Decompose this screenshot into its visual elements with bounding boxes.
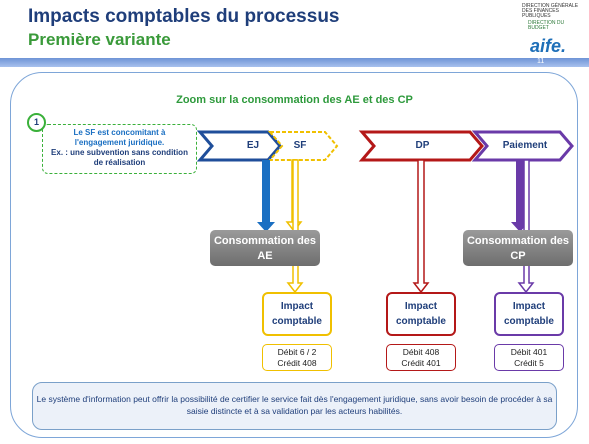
consumption-ae-box: Consommation des AE xyxy=(210,230,320,266)
dp-chevron xyxy=(358,130,484,162)
credit-sf: Crédit 408 xyxy=(277,358,317,368)
debit-paiement: Débit 401 xyxy=(510,347,548,357)
consumption-cp-box: Consommation des CP xyxy=(463,230,573,266)
entry-dp: Débit 408 Crédit 401 xyxy=(386,344,456,371)
sf-chevron xyxy=(267,131,339,161)
footer-note: Le système d'information peut offrir la … xyxy=(32,382,557,430)
paiement-arrow-cp xyxy=(511,160,529,232)
credit-paiement: Crédit 5 xyxy=(514,358,544,368)
debit-sf: Débit 6 / 2 xyxy=(277,347,317,357)
dp-arrow xyxy=(412,159,430,294)
impact-box-dp: Impact comptable xyxy=(386,292,456,336)
header-bar xyxy=(0,58,589,67)
step-sf-label: SF xyxy=(293,140,307,151)
debit-dp: Débit 408 xyxy=(402,347,440,357)
paiement-chevron xyxy=(471,130,574,162)
logo-direction-budget: DIRECTION DU BUDGET xyxy=(528,20,565,31)
note-box: Le SF est concomitant à l'engagement jur… xyxy=(42,124,197,174)
note-number-badge: 1 xyxy=(27,113,46,132)
logo-aife: aife. xyxy=(530,36,567,56)
logo-finances-publiques: DIRECTION GÉNÉRALE DES FINANCES PUBLIQUE… xyxy=(522,3,579,19)
step-dp-label: DP xyxy=(415,140,430,151)
page-title: Impacts comptables du processus xyxy=(28,6,340,27)
impact-box-paiement: Impact comptable xyxy=(494,292,564,336)
entry-sf: Débit 6 / 2 Crédit 408 xyxy=(262,344,332,371)
sf-arrow-impact xyxy=(286,159,304,294)
impact-box-sf: Impact comptable xyxy=(262,292,332,336)
zoom-title: Zoom sur la consommation des AE et des C… xyxy=(176,94,413,106)
step-paiement-label: Paiement xyxy=(502,140,548,151)
entry-paiement: Débit 401 Crédit 5 xyxy=(494,344,564,371)
page-subtitle: Première variante xyxy=(28,30,171,49)
credit-dp: Crédit 401 xyxy=(401,358,441,368)
paiement-arrow-impact xyxy=(517,159,535,294)
note-line1: Le SF est concomitant à l'engagement jur… xyxy=(73,128,166,147)
step-ej-label: EJ xyxy=(246,140,260,151)
content-frame xyxy=(10,72,578,438)
ej-arrow xyxy=(257,160,275,232)
note-line2: Ex. : une subvention sans condition de r… xyxy=(51,148,188,167)
page-number: 11 xyxy=(537,58,545,65)
